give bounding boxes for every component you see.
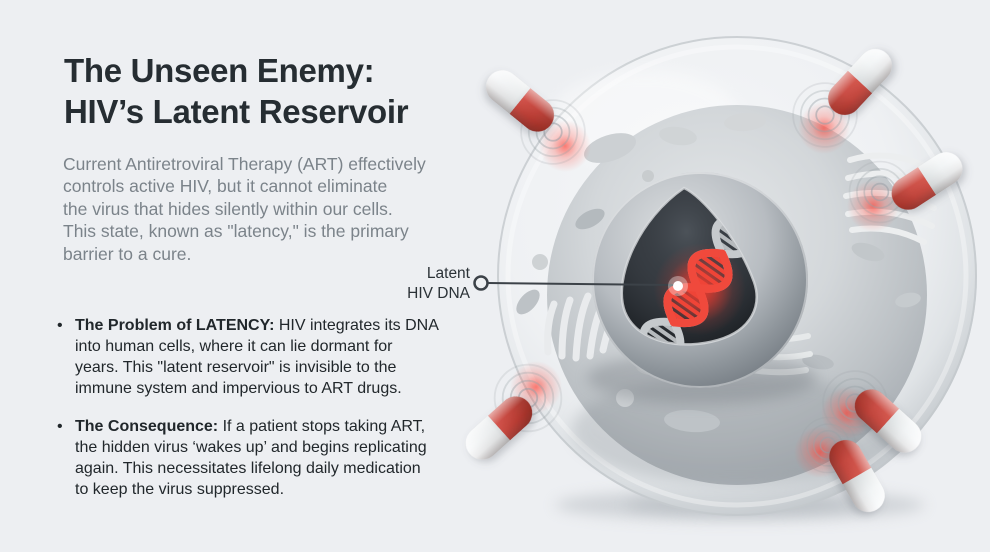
bullet-marker: • xyxy=(57,317,63,334)
bullet-list: • The Problem of LATENCY: HIV integrates… xyxy=(57,315,477,517)
callout-endpoint-dot xyxy=(673,281,683,291)
callout-leader xyxy=(473,275,688,296)
bullet-lead: The Problem of LATENCY: xyxy=(75,317,275,334)
bullet-text: If a patient stops taking ART, the hidde… xyxy=(75,418,427,498)
pill-capsule-icon xyxy=(465,396,533,460)
pill-capsule-icon xyxy=(828,49,892,115)
bullet-text: HIV integrates its DNA into human cells,… xyxy=(75,317,439,397)
page-title: The Unseen Enemy: HIV’s Latent Reservoir xyxy=(64,52,409,130)
bullet-item-problem: • The Problem of LATENCY: HIV integrates… xyxy=(57,315,477,399)
pill-capsule-icon xyxy=(854,389,922,453)
bullet-item-consequence: • The Consequence: If a patient stops ta… xyxy=(57,416,477,500)
latent-hiv-dna-label: Latent HIV DNA xyxy=(407,265,470,302)
art-pills xyxy=(465,49,963,512)
bullet-marker: • xyxy=(57,418,63,435)
pill-capsule-icon xyxy=(891,152,963,210)
pill-capsule-icon xyxy=(486,70,554,132)
intro-paragraph: Current Antiretroviral Therapy (ART) eff… xyxy=(63,154,426,264)
bullet-body: The Problem of LATENCY: HIV integrates i… xyxy=(75,315,439,399)
bullet-body: The Consequence: If a patient stops taki… xyxy=(75,416,427,500)
bullet-lead: The Consequence: xyxy=(75,418,219,435)
pill-capsule-icon xyxy=(829,440,885,512)
callout-marker-icon xyxy=(473,275,489,291)
cell-illustration xyxy=(465,36,977,521)
